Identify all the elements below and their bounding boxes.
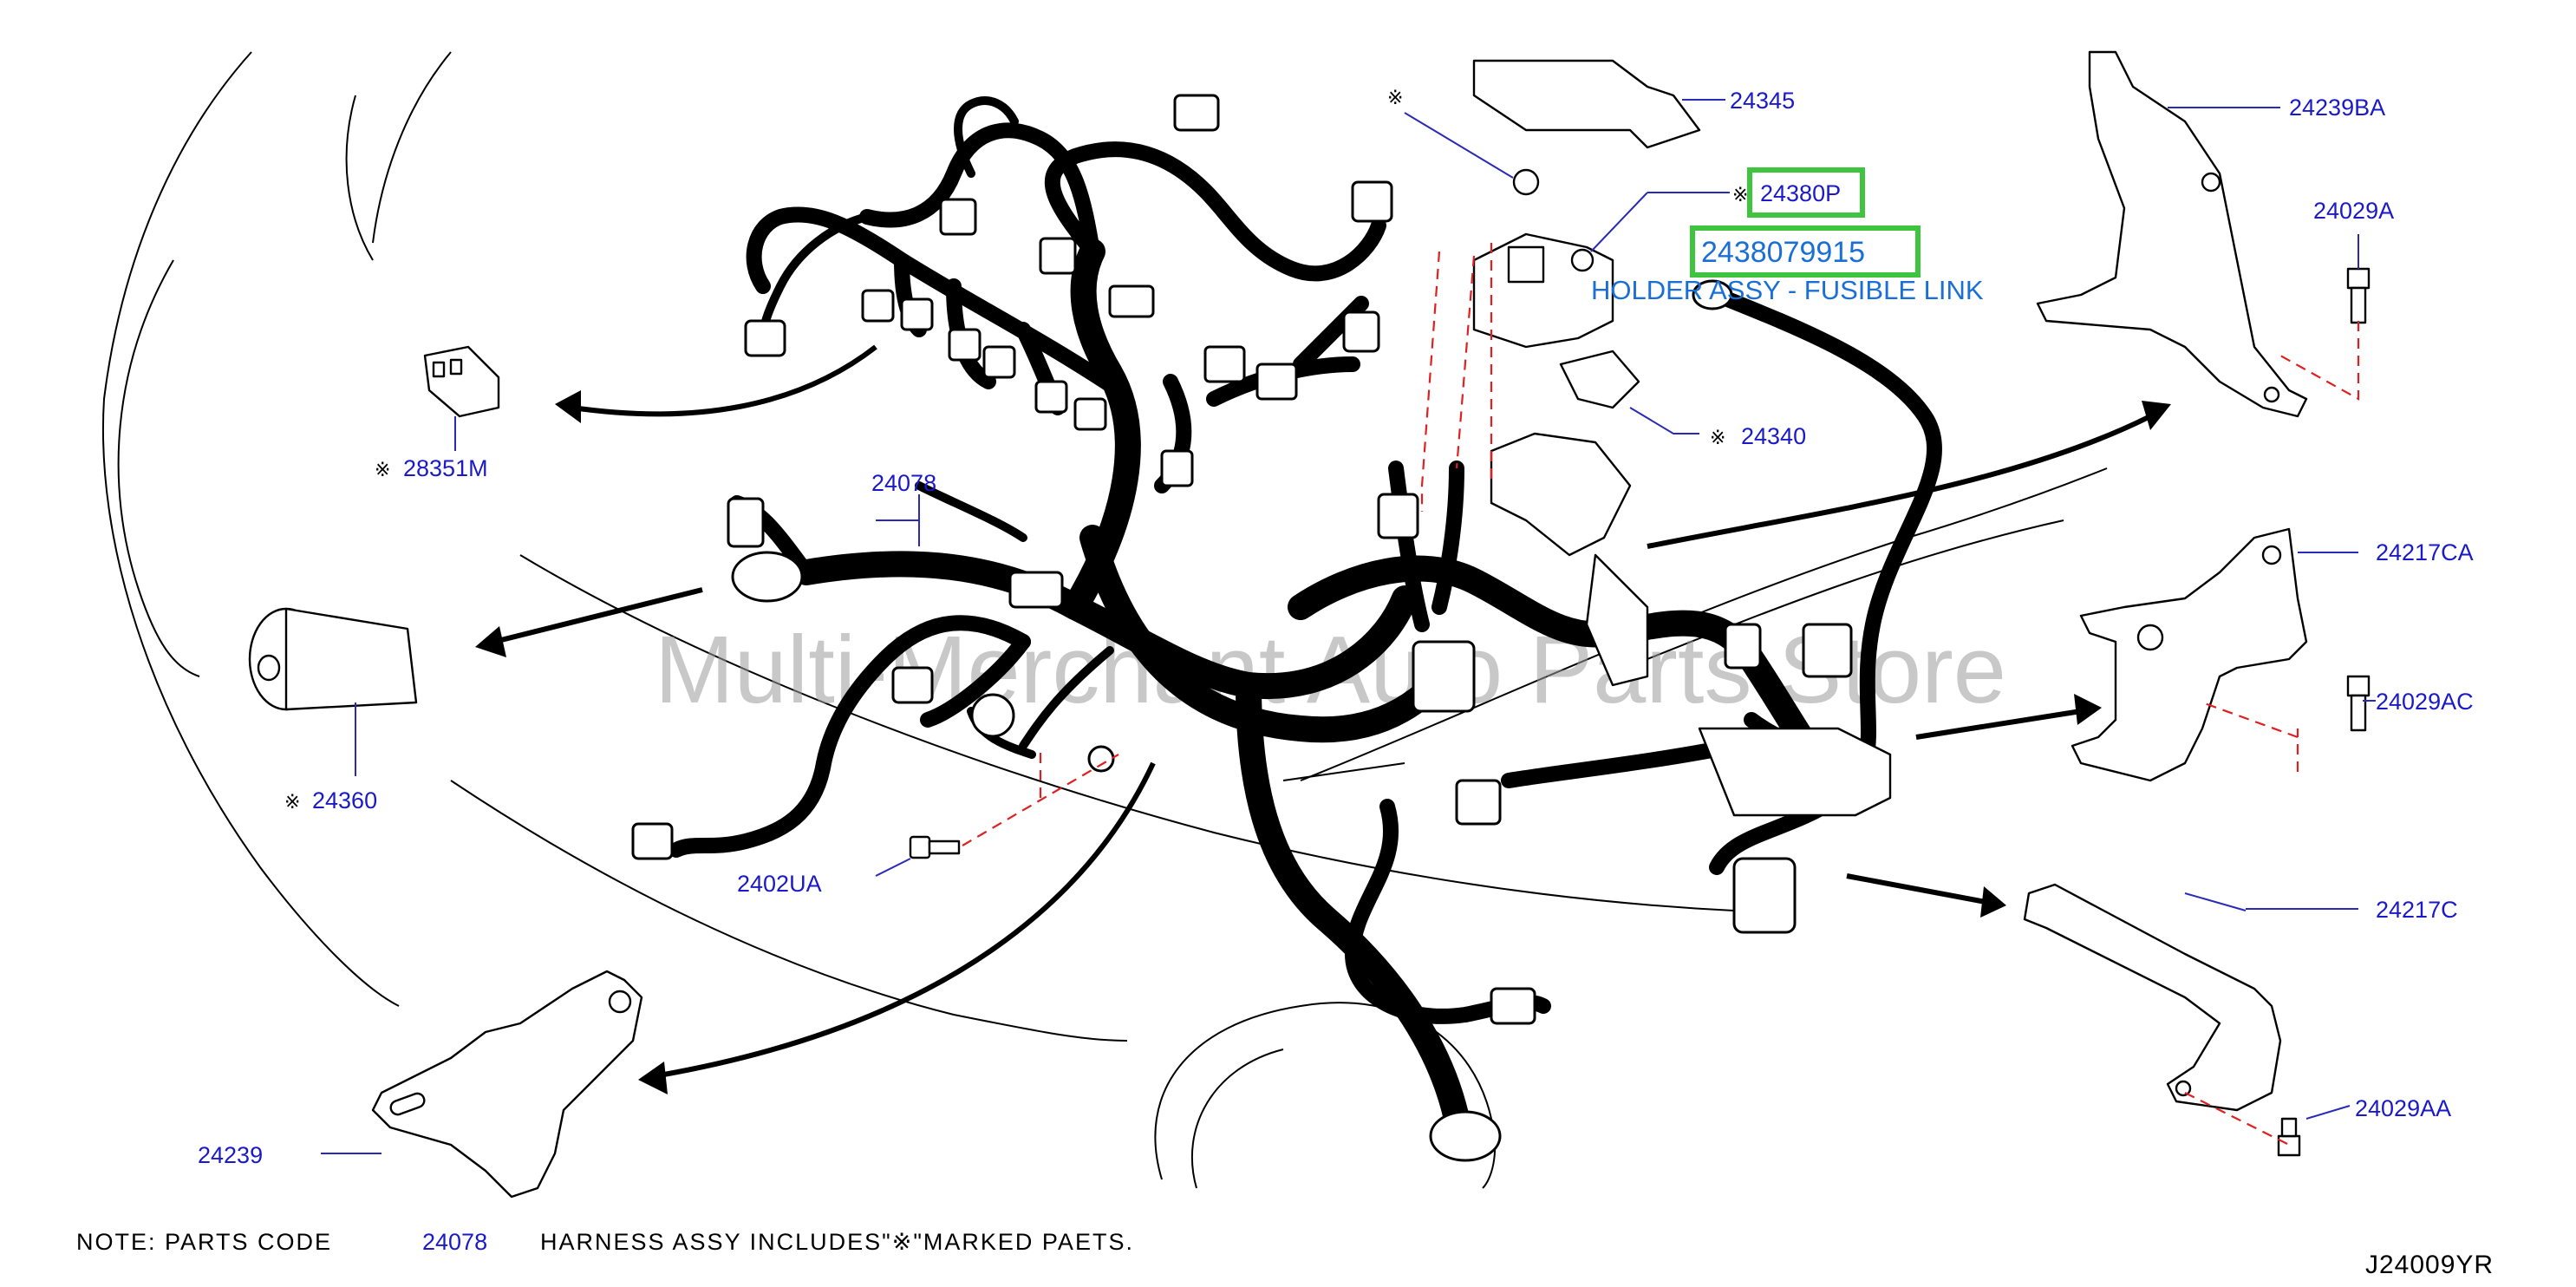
label-24029AC[interactable]: 24029AC — [2376, 689, 2474, 715]
bolt-24029AC[interactable] — [2346, 675, 2371, 732]
label-24029AA[interactable]: 24029AA — [2355, 1095, 2451, 1121]
note-suffix: HARNESS ASSY INCLUDES"※"MARKED PAETS. — [540, 1229, 1134, 1255]
label-2402UA[interactable]: 2402UA — [737, 871, 822, 897]
ref-mark-24345-nut: ※ — [1387, 88, 1403, 109]
ref-mark-24360: ※ — [284, 792, 300, 813]
label-24239BA[interactable]: 24239BA — [2289, 95, 2385, 121]
grommet-24360[interactable] — [248, 607, 418, 711]
label-24239[interactable]: 24239 — [198, 1142, 263, 1168]
label-24217CA[interactable]: 24217CA — [2376, 539, 2474, 565]
label-24360[interactable]: 24360 — [312, 787, 377, 813]
connector-28351M[interactable] — [423, 345, 500, 418]
label-24217C[interactable]: 24217C — [2376, 897, 2458, 923]
highlight-box-part-number — [1690, 225, 1921, 278]
bracket-24239BA[interactable] — [2036, 50, 2308, 418]
label-24380P[interactable]: 24380P — [1760, 180, 1841, 206]
ref-mark-28351M: ※ — [375, 460, 390, 481]
bracket-24239[interactable] — [371, 970, 643, 1199]
note-prefix: NOTE: PARTS CODE — [76, 1229, 332, 1255]
fastener-dash-lines — [962, 243, 2360, 1146]
bolt-24029A[interactable] — [2346, 267, 2371, 324]
leader-lines — [321, 99, 2376, 1154]
note-parts-code[interactable]: 24078 — [422, 1229, 487, 1255]
diagram-code: J24009YR — [2365, 1251, 2494, 1279]
bolt-24029AA[interactable] — [2277, 1117, 2301, 1157]
bracket-24217CA[interactable] — [2071, 527, 2308, 782]
fusible-link-holder[interactable] — [1472, 59, 1892, 817]
bolt-2402UA[interactable] — [909, 835, 961, 859]
label-24345[interactable]: 24345 — [1730, 88, 1795, 114]
ref-mark-24380P: ※ — [1732, 185, 1748, 206]
ref-mark-24340: ※ — [1710, 428, 1725, 449]
footer-note: NOTE: PARTS CODE 24078 HARNESS ASSY INCL… — [76, 1229, 1134, 1255]
direction-arrows — [475, 344, 2171, 1094]
highlighted-part-number[interactable]: 2438079915 — [1701, 236, 1865, 269]
label-24078[interactable]: 24078 — [871, 470, 936, 496]
bracket-24217C[interactable] — [2023, 883, 2282, 1112]
harness-connectors[interactable] — [631, 94, 1853, 1162]
label-28351M[interactable]: 28351M — [403, 455, 488, 481]
highlight-box-24380P — [1747, 167, 1865, 218]
label-24029A[interactable]: 24029A — [2313, 198, 2394, 224]
highlighted-part-name[interactable]: HOLDER ASSY - FUSIBLE LINK — [1591, 275, 1984, 305]
label-24340[interactable]: 24340 — [1741, 423, 1806, 449]
part-labels: 24345 ※ 24239BA 24029A ※ 24380P 24380799… — [198, 88, 2474, 1168]
